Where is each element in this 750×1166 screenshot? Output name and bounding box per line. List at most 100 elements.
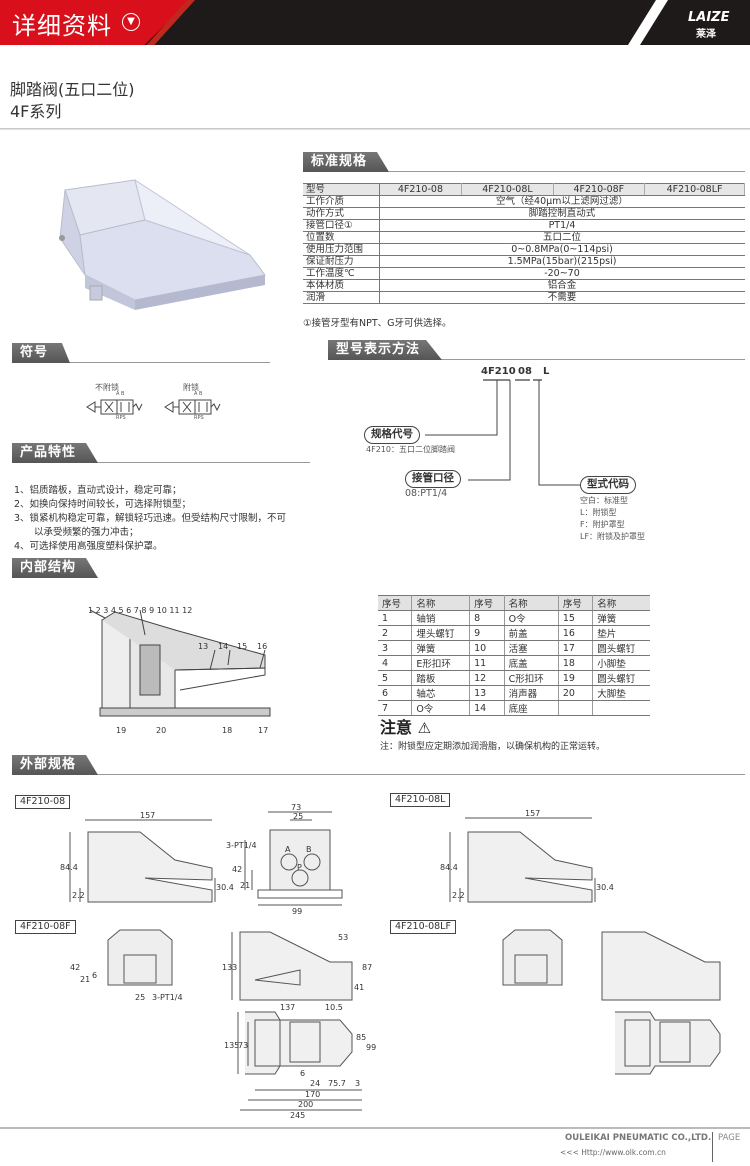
part-name: C形扣环: [504, 670, 559, 686]
section-title: 符号: [12, 343, 71, 363]
part-name: 活塞: [504, 640, 559, 656]
part-number: 10: [469, 640, 505, 656]
dim-30-4: 30.4: [216, 883, 234, 892]
part-name: O令: [504, 610, 559, 626]
part-callout: 13: [198, 642, 209, 651]
spec-label: 工作温度℃: [303, 267, 380, 280]
part-callout: 20: [156, 726, 167, 735]
spec-label: 接管口径①: [303, 219, 380, 232]
warning-title: 注意 ⚠: [380, 714, 431, 738]
port-size-pill: 接管口径: [405, 470, 461, 488]
port-label: A B: [194, 391, 203, 397]
dim-85: 85: [356, 1033, 366, 1042]
model-label-4f210-08: 4F210-08: [15, 795, 71, 809]
part-name: O令: [411, 700, 471, 716]
part-name: 圆头螺钉: [592, 640, 650, 656]
spec-value: 脚踏控制直动式: [379, 207, 745, 220]
part-name: [592, 700, 650, 716]
spec-value: 不需要: [379, 291, 745, 304]
part-callouts-top: 1 2 3 4 5 6 7 8 9 10 11 12: [88, 606, 193, 615]
footer-company: OULEIKAI PNEUMATIC CO.,LTD.: [565, 1133, 712, 1143]
dim-21: 21: [240, 881, 250, 890]
spec-note: ①接管牙型有NPT、G牙可供选择。: [303, 318, 452, 329]
section-header-symbol: 符号: [12, 343, 270, 363]
section-title: 标准规格: [303, 152, 390, 172]
dim-73: 73: [238, 1041, 248, 1050]
part-callout: 17: [258, 726, 269, 735]
dim-87: 87: [362, 963, 372, 972]
section-title: 内部结构: [12, 558, 99, 578]
dim-2-2: 2.2: [452, 891, 465, 900]
spec-value: 0~0.8MPa(0~114psi): [379, 243, 745, 256]
part-name: 弹簧: [411, 640, 471, 656]
part-name: E形扣环: [411, 655, 471, 671]
model-code-lines: [425, 379, 580, 486]
dim-84-4: 84.4: [60, 863, 78, 872]
spec-row: 本体材质铝合金: [303, 279, 745, 292]
dim-3: 3: [355, 1079, 360, 1088]
model-label-4f210-08lf: 4F210-08LF: [390, 920, 456, 934]
chevron-down-circle-icon: ▼: [122, 13, 140, 31]
part-number: 7: [378, 700, 413, 716]
model-code-type: L: [543, 366, 550, 377]
section-header-features: 产品特性: [12, 443, 310, 463]
part-name: 圆头螺钉: [592, 670, 650, 686]
footer-separator: [712, 1132, 713, 1162]
section-title: 外部规格: [12, 755, 99, 775]
header-cell: 型号: [303, 183, 380, 196]
port-label: RPS: [194, 415, 204, 421]
brand-logo: LAIZE: [688, 10, 730, 25]
brand-logo-cn: 莱泽: [696, 29, 716, 40]
part-number: [558, 700, 594, 716]
section-header-internal: 内部结构: [12, 558, 99, 578]
dim-25: 25: [293, 812, 303, 821]
part-number: 6: [378, 685, 413, 701]
part-callout: 16: [257, 642, 268, 651]
part-number: 13: [469, 685, 505, 701]
part-name: 弹簧: [592, 610, 650, 626]
product-series: 4F系列: [10, 102, 62, 121]
part-name: 轴芯: [411, 685, 471, 701]
section-header-spec: 标准规格: [303, 152, 745, 172]
type-code-desc: 空白：标准型: [580, 496, 628, 505]
part-number: 4: [378, 655, 413, 671]
part-number: 2: [378, 625, 413, 641]
header-cell: 名称: [592, 595, 650, 611]
dim-24: 24: [310, 1079, 320, 1088]
spec-row: 工作介质空气（经40μm以上滤网过滤）: [303, 195, 745, 208]
dim-99: 99: [366, 1043, 376, 1052]
part-number: 5: [378, 670, 413, 686]
header-cell: 序号: [558, 595, 594, 611]
symbol-label-no-lock: 不附锁: [95, 383, 119, 392]
spec-code-pill: 规格代号: [364, 426, 420, 444]
part-callout: 14: [218, 642, 229, 651]
header-cell: 名称: [504, 595, 559, 611]
part-name: 底座: [504, 700, 559, 716]
feature-item: 2、如换向保持时间较长，可选择附锁型；: [14, 499, 192, 510]
dim-157: 157: [140, 811, 155, 820]
type-code-desc: F：附护罩型: [580, 520, 625, 529]
part-number: 14: [469, 700, 505, 716]
feature-item: 1、铝质踏板，直动式设计，稳定可靠；: [14, 485, 182, 496]
dim-2-2: 2.2: [72, 891, 85, 900]
product-title: 脚踏阀(五口二位): [10, 80, 135, 99]
dim-99: 99: [292, 907, 302, 916]
dim-42: 42: [70, 963, 80, 972]
port-label: RPS: [116, 415, 126, 421]
table-header-row: 型号 4F210-08 4F210-08L 4F210-08F 4F210-08…: [303, 183, 745, 196]
header-cell: 序号: [378, 595, 413, 611]
dim-84-4: 84.4: [440, 863, 458, 872]
part-number: 1: [378, 610, 413, 626]
dim-6: 6: [92, 971, 97, 980]
feature-item: 3、锁紧机构稳定可靠，解锁轻巧迅速。但受结构尺寸限制，不可: [14, 513, 287, 524]
spec-value: 五口二位: [379, 231, 745, 244]
part-name: 大脚垫: [592, 685, 650, 701]
model-label-4f210-08f: 4F210-08F: [15, 920, 76, 934]
warning-triangle-icon: ⚠: [417, 719, 432, 737]
symbol-label-lock: 附锁: [183, 383, 199, 392]
part-callout: 19: [116, 726, 127, 735]
